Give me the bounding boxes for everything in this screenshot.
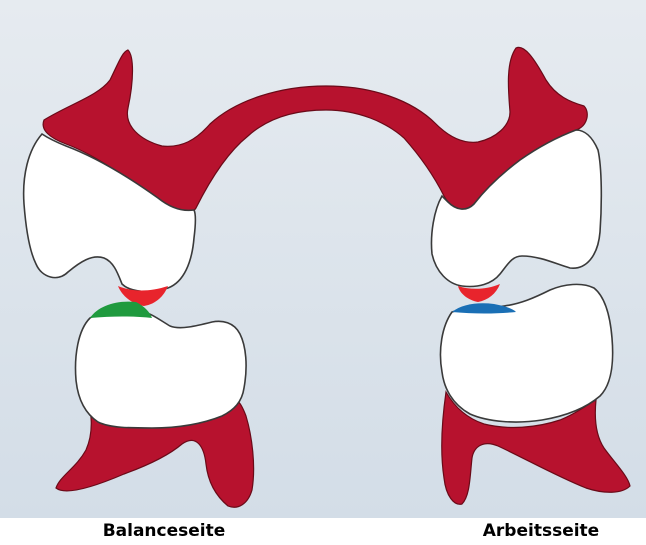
diagram-canvas (0, 0, 646, 518)
label-balance-side: Balanceseite (84, 521, 244, 541)
lower-tooth-left (76, 310, 247, 428)
label-working-side: Arbeitsseite (461, 521, 621, 541)
